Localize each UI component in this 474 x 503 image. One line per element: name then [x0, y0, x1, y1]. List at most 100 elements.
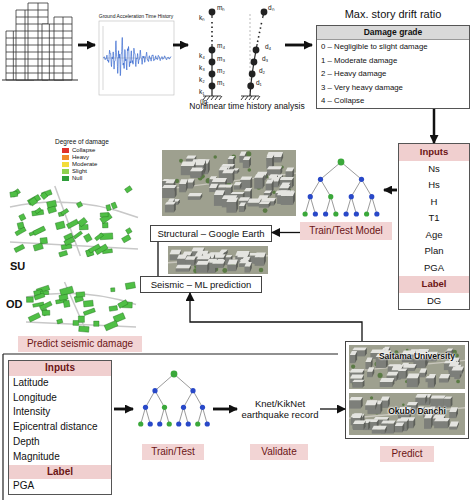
- tree-node: [195, 421, 200, 426]
- building-wall: [196, 265, 207, 273]
- building-frames: [2, 3, 78, 80]
- building-footprint: [94, 321, 99, 326]
- step-text: Train/Test Model: [300, 222, 392, 240]
- tree-node: [200, 405, 205, 410]
- city-tree: [370, 396, 373, 399]
- section-divider: [3, 354, 338, 500]
- tree-node: [369, 194, 374, 199]
- tree-branch: [184, 391, 194, 408]
- tree-branch: [341, 162, 362, 179]
- box-text: Structural – Google Earth: [151, 226, 271, 241]
- building-wall: [267, 169, 280, 175]
- building-wall: [165, 205, 174, 213]
- stick-dots: [258, 22, 262, 42]
- building-footprint: [63, 300, 70, 307]
- building-roof: [234, 182, 242, 185]
- flow-connector: [320, 408, 345, 409]
- plot-axis: [103, 26, 171, 90]
- building-roof: [266, 155, 274, 158]
- decision-tree: [138, 371, 210, 427]
- building-roof: [179, 179, 188, 184]
- tree-node: [186, 421, 191, 426]
- annotation: k₃: [199, 64, 205, 71]
- input-table: InputsNsHsHT1AgePlanPGALabelDG: [398, 143, 470, 310]
- building-roof: [227, 260, 238, 265]
- tree-branch: [331, 197, 336, 214]
- building-footprint: [95, 233, 104, 241]
- tree-branch: [310, 179, 320, 196]
- annotation: kₙ: [199, 14, 205, 21]
- grade-item: 4 – Collapse: [317, 94, 469, 108]
- building-footprint: [100, 212, 112, 223]
- plot-frame: [99, 21, 174, 95]
- tree-node: [308, 194, 313, 199]
- flow-connector: [272, 232, 300, 233]
- building-roof: [226, 198, 238, 202]
- grade-item: 0 – Negligible to slight damage: [317, 40, 469, 54]
- table-cell: H: [399, 194, 469, 211]
- building-footprint: [34, 293, 45, 300]
- building-wall: [428, 378, 434, 387]
- city-tree: [248, 168, 252, 172]
- building-footprint: [14, 244, 25, 252]
- table-cell: Longitude: [9, 391, 111, 406]
- building-roof: [188, 193, 202, 196]
- annotation: Ground Acceleration Time History: [96, 14, 176, 20]
- legend-swatch: [62, 176, 69, 181]
- table-cell: Ns: [399, 161, 469, 178]
- building-roof: [191, 248, 204, 252]
- tree-node: [171, 371, 178, 378]
- tree-node: [205, 421, 210, 426]
- building-roof: [168, 198, 175, 201]
- building-roof: [395, 423, 405, 426]
- building-wall: [451, 371, 461, 375]
- building-roof: [212, 178, 227, 182]
- building-wall: [176, 268, 189, 271]
- accelerogram: [99, 21, 174, 95]
- building-roof: [439, 374, 450, 378]
- tree-branch: [155, 391, 165, 408]
- tree-node: [167, 421, 172, 426]
- tree-branch: [326, 197, 331, 214]
- building-roof: [266, 179, 274, 183]
- building-roof: [248, 198, 262, 202]
- building-roof: [428, 374, 436, 378]
- flow-arrow: [213, 408, 237, 411]
- building-footprint: [109, 306, 118, 312]
- ground-line: [2, 80, 78, 81]
- building-roof: [186, 155, 196, 158]
- tree-branch: [351, 179, 361, 196]
- tree-branch: [367, 197, 372, 214]
- building-roof: [214, 190, 225, 195]
- tree-node: [143, 405, 148, 410]
- tree-branch: [146, 391, 156, 408]
- building-footprint: [79, 326, 89, 332]
- lumped-mass: [253, 47, 260, 54]
- building-roof: [419, 369, 427, 373]
- building-wall: [407, 378, 418, 387]
- building-wall: [434, 421, 448, 428]
- input-table: InputsLatitudeLongitudeIntensityEpicentr…: [8, 360, 112, 495]
- building-roof: [237, 254, 249, 258]
- building-roof: [222, 169, 234, 173]
- building-footprint: [59, 250, 68, 257]
- building-roof: [259, 201, 271, 204]
- building-roof: [446, 348, 453, 350]
- building-roof: [351, 414, 365, 417]
- table-cell: DG: [399, 293, 469, 310]
- building-footprint: [111, 288, 115, 292]
- table-header: Label: [9, 465, 111, 480]
- damage-map: [26, 282, 136, 332]
- table-cell: Epicentral distance: [9, 420, 111, 435]
- building-footprint: [40, 192, 48, 200]
- building-roof: [162, 185, 176, 188]
- flow-connector: [157, 242, 158, 276]
- building-roof: [255, 253, 266, 258]
- city-tree: [351, 365, 355, 369]
- tree-node: [374, 211, 379, 216]
- city-tree: [378, 373, 383, 378]
- tree-branch: [321, 162, 342, 179]
- area-name: Okubo Danchi: [346, 406, 468, 416]
- building-roof: [239, 203, 246, 207]
